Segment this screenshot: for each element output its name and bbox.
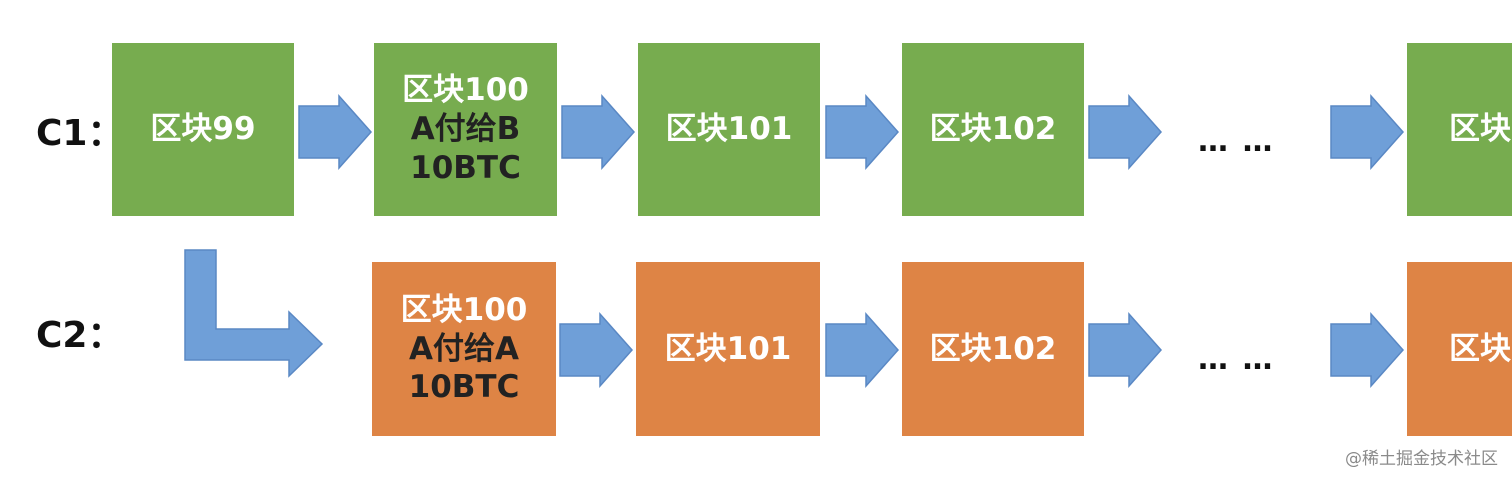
fork-elbow-arrow-icon xyxy=(184,249,324,378)
block-label: 区块 xyxy=(1449,330,1511,367)
row-label-c2: C2： xyxy=(36,315,124,356)
right-arrow-icon xyxy=(559,313,633,387)
c1-ellipsis: … … xyxy=(1198,124,1275,159)
c2-block-100: 区块100 A付给A 10BTC xyxy=(372,262,556,436)
c1-block-99: 区块99 xyxy=(112,43,294,216)
block-amount: 10BTC xyxy=(410,149,521,186)
right-arrow-icon xyxy=(298,95,372,169)
c2-ellipsis: … … xyxy=(1198,342,1275,377)
block-transaction: A付给A xyxy=(409,330,519,367)
right-arrow-icon xyxy=(1088,95,1162,169)
block-label: 区块100 xyxy=(402,72,529,109)
c1-block-101: 区块101 xyxy=(638,43,820,216)
c1-block-102: 区块102 xyxy=(902,43,1084,216)
block-amount: 10BTC xyxy=(408,369,520,406)
watermark: @稀土掘金技术社区 xyxy=(1345,449,1498,469)
block-label: 区块 xyxy=(1449,111,1511,148)
c1-block-partial: 区块 xyxy=(1407,43,1512,216)
block-label: 区块99 xyxy=(150,111,256,148)
c2-block-partial: 区块 xyxy=(1407,262,1512,436)
c1-block-100: 区块100 A付给B 10BTC xyxy=(374,43,557,216)
block-label: 区块101 xyxy=(664,330,792,367)
c2-block-102: 区块102 xyxy=(902,262,1084,436)
right-arrow-icon xyxy=(825,95,899,169)
row-label-c1: C1： xyxy=(36,113,124,154)
block-transaction: A付给B xyxy=(410,111,521,148)
block-label: 区块102 xyxy=(929,111,1057,148)
right-arrow-icon xyxy=(1330,313,1404,387)
right-arrow-icon xyxy=(1330,95,1404,169)
block-label: 区块102 xyxy=(929,330,1057,367)
c2-block-101: 区块101 xyxy=(636,262,820,436)
block-label: 区块100 xyxy=(400,291,528,328)
right-arrow-icon xyxy=(561,95,635,169)
right-arrow-icon xyxy=(825,313,899,387)
block-label: 区块101 xyxy=(665,111,793,148)
right-arrow-icon xyxy=(1088,313,1162,387)
